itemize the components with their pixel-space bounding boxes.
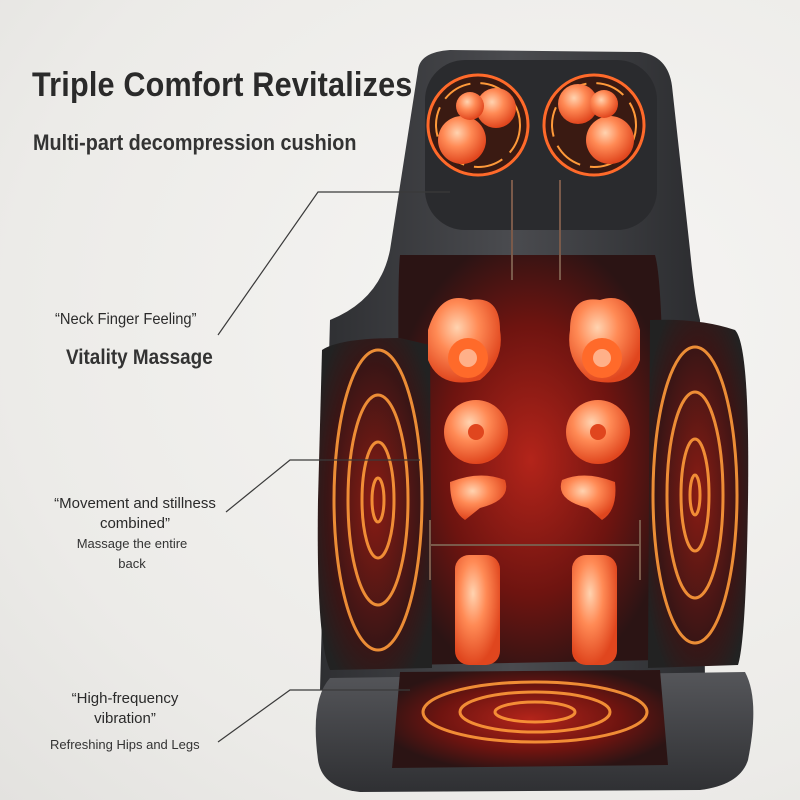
right-vibration-rings	[651, 345, 739, 645]
callout-lines	[217, 191, 450, 743]
headline-subtitle: Multi-part decompression cushion	[33, 130, 357, 155]
feature-neck-heading: “Neck Finger Feeling”	[55, 311, 197, 328]
seat-heat-panel	[392, 670, 668, 768]
seat-vibration-rings	[421, 680, 649, 744]
neck-massage-rollers	[426, 73, 646, 177]
feature-seat-heading: “High-frequency vibration”	[71, 690, 179, 727]
feature-neck-subheading: Vitality Massage	[66, 346, 213, 369]
massage-rails	[429, 180, 641, 580]
left-side-bolster	[317, 338, 432, 670]
left-vibration-rings	[332, 348, 424, 652]
feature-back-heading: “Movement and stillness combined”	[54, 495, 216, 532]
headline-title: Triple Comfort Revitalizes	[32, 66, 413, 104]
right-side-bolster	[648, 319, 749, 668]
feature-back-subheading: Massage the entire back	[76, 536, 188, 571]
feature-seat-subheading: Refreshing Hips and Legs	[50, 737, 200, 752]
back-massage-nodes	[428, 298, 640, 665]
